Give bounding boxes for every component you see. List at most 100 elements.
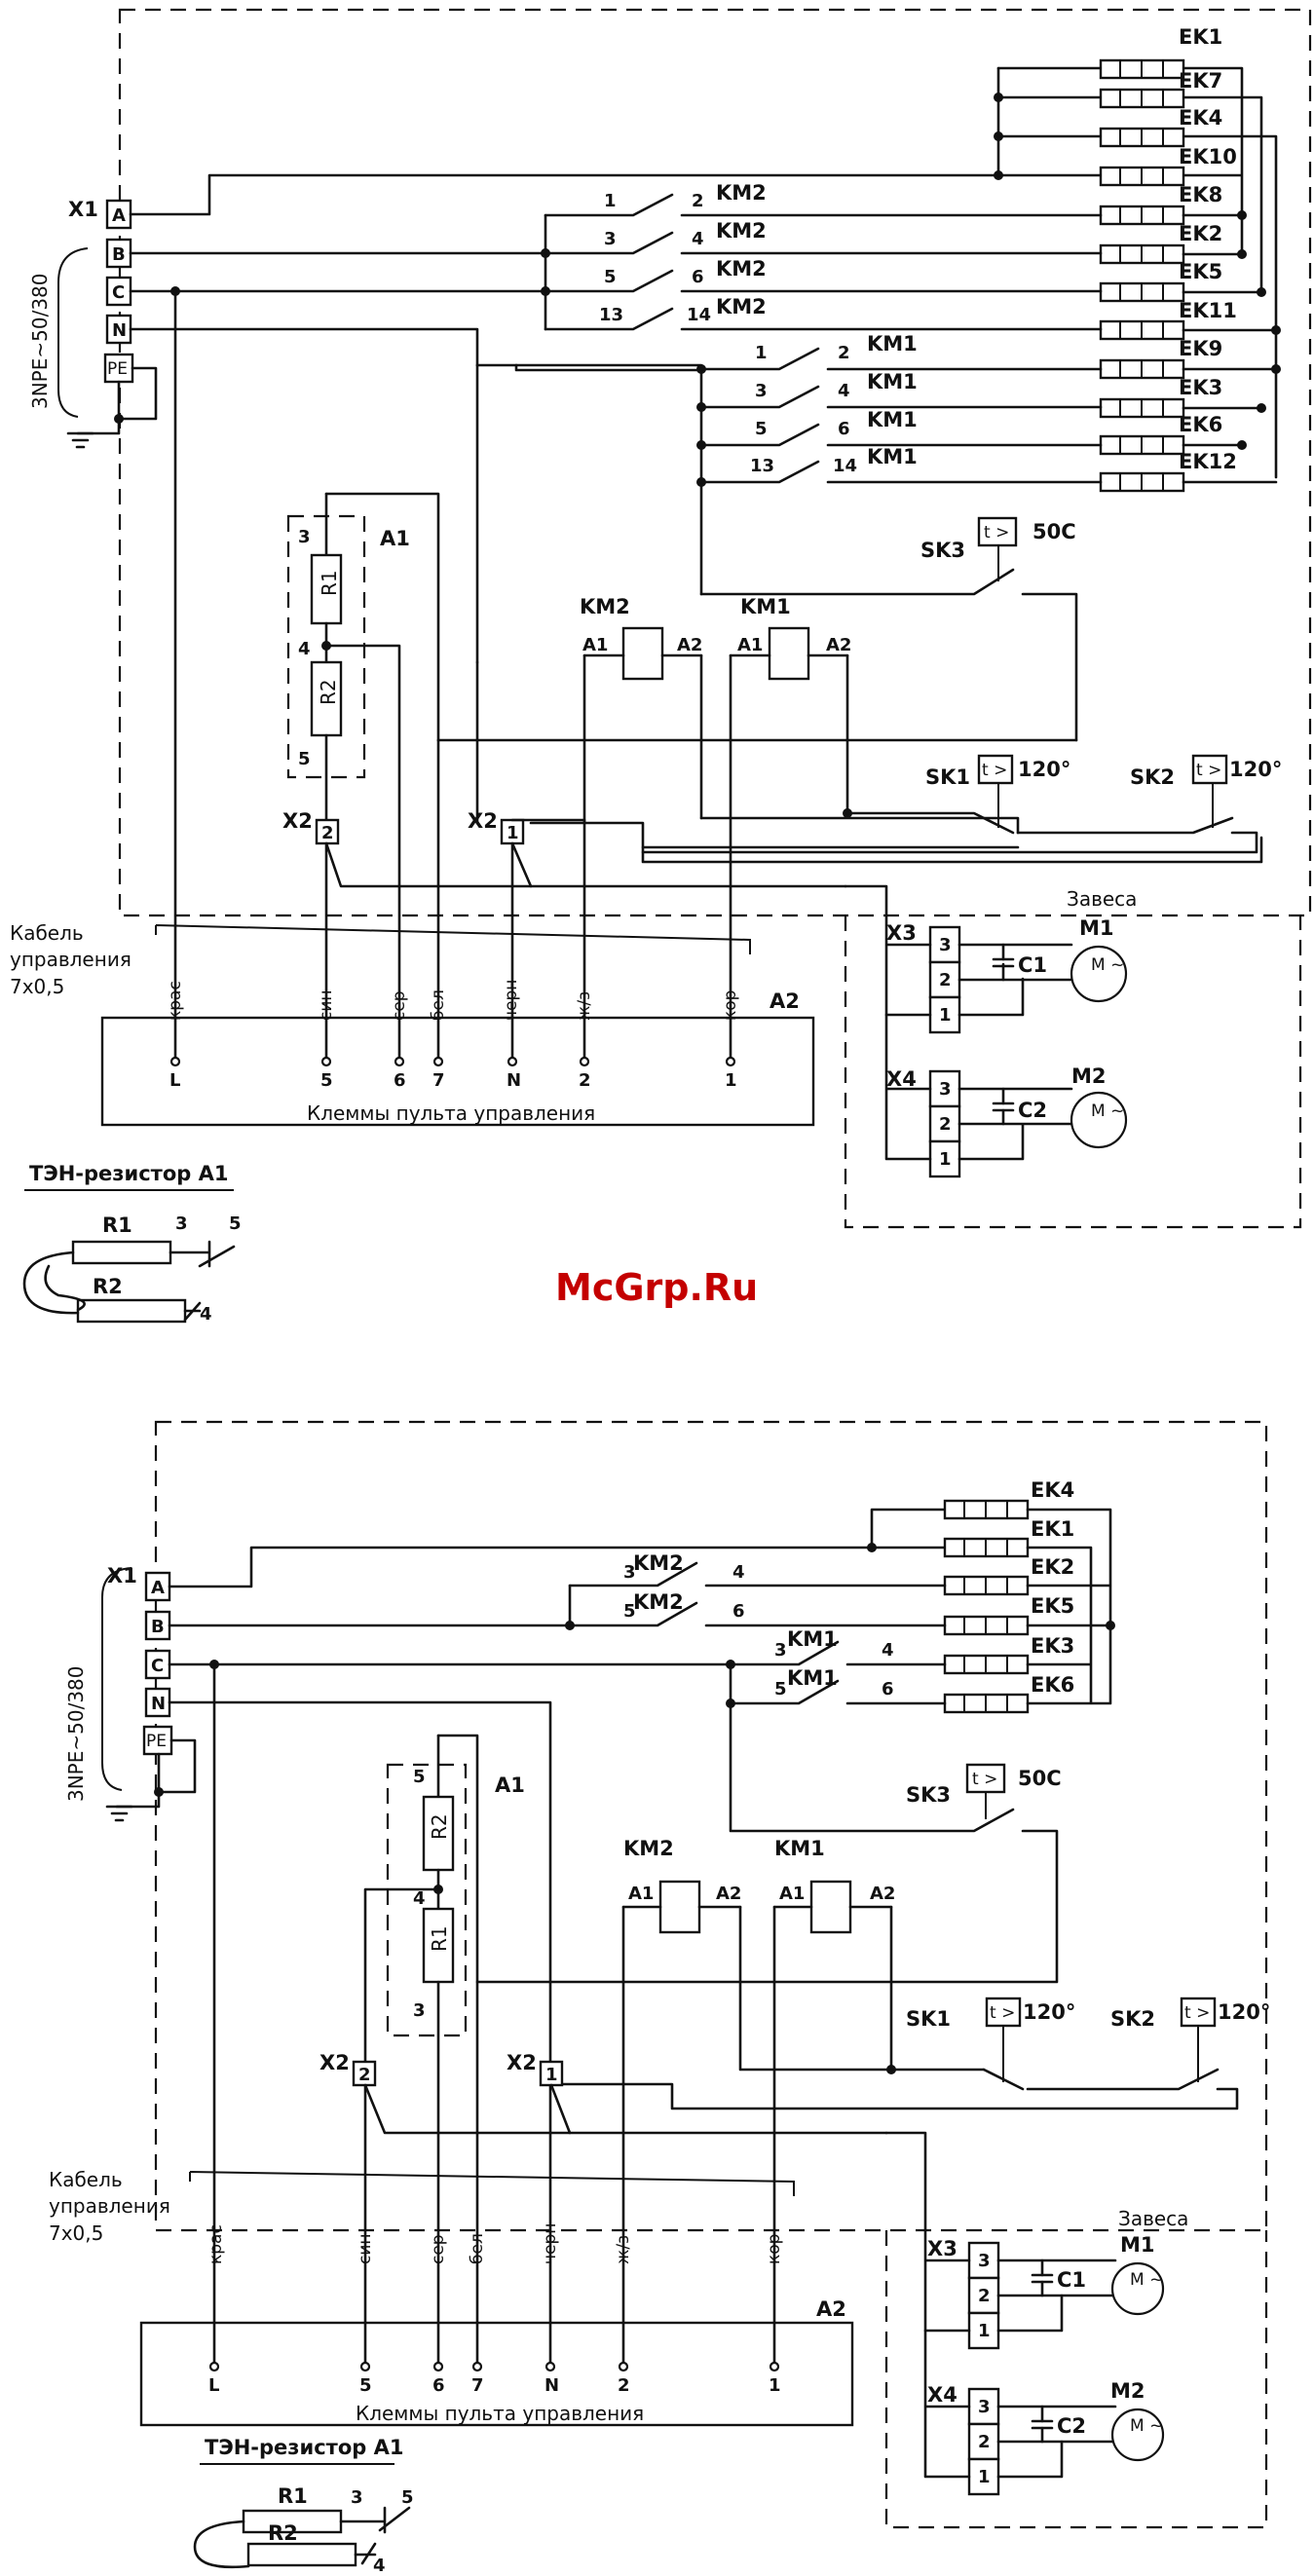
panel-2-terminal-n: N xyxy=(544,2375,559,2396)
diagram-1: Завеса 3NPE~50/380 X1 A B C N PE xyxy=(10,8,1312,1325)
km2-2-c2-pin-left: 5 xyxy=(623,1601,636,1622)
x1-label: X1 xyxy=(68,198,98,221)
heater-ek2: EK2 xyxy=(1099,222,1222,265)
x2-left-label: X2 xyxy=(282,809,313,833)
km2-2-c1-label: KM2 xyxy=(633,1551,684,1575)
ek5-2-label: EK5 xyxy=(1031,1594,1074,1618)
ek6-2-label: EK6 xyxy=(1031,1673,1074,1697)
curtain-enclosure-2 xyxy=(884,2230,1268,2529)
km1-2-coil-a1: A1 xyxy=(779,1884,805,1904)
km1-c2-label: KM1 xyxy=(867,370,918,393)
m1-symbol: M ~ xyxy=(1091,955,1124,975)
sk2-2-temp: 120° xyxy=(1218,2000,1270,2024)
heater-ek6: EK6 xyxy=(1099,413,1222,456)
km2-coil: KM2 A1 A2 xyxy=(580,595,1020,1064)
a2-2-label: A2 xyxy=(816,2297,846,2321)
wire-2-color-l: крас xyxy=(206,2224,226,2264)
panel-terminal-2: 2 xyxy=(579,1070,591,1091)
sk1-2-label: SK1 xyxy=(906,2007,951,2031)
m1-2-symbol: M ~ xyxy=(1130,2270,1163,2290)
x4-pin-1: 1 xyxy=(939,1149,952,1170)
km2-2-c2-pin-right: 6 xyxy=(732,1601,745,1622)
km2-c2-pin-left: 3 xyxy=(604,229,617,249)
sk1-symbol: t > xyxy=(982,761,1007,780)
wire-color-1: кор xyxy=(721,990,740,1021)
wire-color-6: сер xyxy=(390,990,409,1021)
km1-c1-pin-right: 2 xyxy=(838,343,850,363)
a1-2-label: A1 xyxy=(495,1773,525,1797)
km2-2-c1-pin-left: 3 xyxy=(623,1562,636,1583)
a1-pin-3: 3 xyxy=(298,527,311,547)
wire-color-l: крас xyxy=(166,981,185,1021)
thermostat-sk3-2: t > 50C SK3 xyxy=(475,1701,1062,1984)
ek11-label: EK11 xyxy=(1179,299,1237,322)
ek5-label: EK5 xyxy=(1179,260,1222,283)
km1-coil-2: KM1 A1 A2 xyxy=(772,1837,896,2369)
a1-2-pin-4: 4 xyxy=(413,1888,426,1909)
control-panel-a2: A2 Клеммы пульта управления крас син сер… xyxy=(100,980,815,1127)
km1-c3-label: KM1 xyxy=(867,408,918,431)
sk3-2-temp: 50C xyxy=(1018,1767,1062,1790)
panel-terminal-5: 5 xyxy=(320,1070,333,1091)
cable-2-label-3: 7х0,5 xyxy=(49,2221,103,2245)
km2-c1-pin-left: 1 xyxy=(604,191,617,211)
a1-2-r1-label: R1 xyxy=(428,1925,451,1952)
diagram-2: Завеса 3NPE~50/380 X1 A B C N PE xyxy=(49,1420,1270,2576)
a1-pin-4: 4 xyxy=(298,639,311,659)
x1-2-terminal-a: A xyxy=(151,1578,165,1598)
a1-2-pin-5: 5 xyxy=(413,1767,426,1787)
km1-contacts-2: 3 KM1 4 5 KM1 6 xyxy=(726,1627,947,1708)
x1-label-2: X1 xyxy=(107,1564,137,1587)
ek7-label: EK7 xyxy=(1179,69,1222,93)
a1-r1-label: R1 xyxy=(318,570,341,596)
ek2-2-label: EK2 xyxy=(1031,1555,1074,1579)
legend-2-pin-4: 4 xyxy=(373,2556,386,2576)
heater-ek11: EK11 xyxy=(1099,299,1237,341)
km2-2-coil-label: KM2 xyxy=(623,1837,674,1860)
wire-2-color-2: ж/з xyxy=(614,2235,633,2264)
x3-pin-1: 1 xyxy=(939,1005,952,1026)
ek4-2-label: EK4 xyxy=(1031,1478,1074,1502)
sk2-temp: 120° xyxy=(1229,758,1282,781)
control-panel-a2-2: A2 Клеммы пульта управления крас син сер… xyxy=(139,2223,854,2427)
km2-c4-pin-right: 14 xyxy=(687,305,711,325)
heater-ek1: EK1 xyxy=(1099,25,1222,80)
panel-2-terminal-7: 7 xyxy=(471,2375,484,2396)
motor-m2-icon xyxy=(1070,1091,1128,1149)
curtain-label-2: Завеса xyxy=(1118,2207,1188,2230)
wire-2-color-1: кор xyxy=(765,2234,784,2264)
x3-2-pin-3: 3 xyxy=(978,2251,991,2271)
fan-2-m1-group: X3 3 2 1 C1 M ~ M1 xyxy=(884,2131,1165,2350)
x3-2-label: X3 xyxy=(927,2237,957,2260)
x4-label: X4 xyxy=(886,1067,917,1091)
ek12-label: EK12 xyxy=(1179,450,1237,473)
km1-contacts: 1 2 KM1 3 4 KM1 5 6 KM1 13 14 KM1 xyxy=(514,332,1103,596)
panel-caption: Клеммы пульта управления xyxy=(307,1101,595,1125)
km2-c4-pin-left: 13 xyxy=(599,305,623,325)
heater-enclosure-2 xyxy=(154,1420,1268,2232)
sk3-symbol: t > xyxy=(984,523,1009,542)
cable-label-1: Кабель xyxy=(10,921,84,945)
x1-terminal-block: A B C N PE xyxy=(103,199,134,384)
x2-2-right-label: X2 xyxy=(507,2051,537,2074)
c1-label: C1 xyxy=(1018,953,1047,977)
x1-terminal-a: A xyxy=(112,205,126,226)
km1-2-coil-label: KM1 xyxy=(774,1837,825,1860)
x4-pin-2: 2 xyxy=(939,1114,952,1135)
legend-pin-5: 5 xyxy=(229,1213,242,1234)
a2-label: A2 xyxy=(770,989,800,1013)
x2-terminal-left: X2 2 xyxy=(282,809,847,1064)
sk3-2-label: SK3 xyxy=(906,1783,951,1807)
x4-2-label: X4 xyxy=(927,2383,957,2407)
x4-2-pin-3: 3 xyxy=(978,2397,991,2417)
sk1-label: SK1 xyxy=(925,765,970,789)
heater-ek9: EK9 xyxy=(1099,337,1222,380)
km1-c2-pin-left: 3 xyxy=(755,381,768,401)
km1-c4-label: KM1 xyxy=(867,445,918,468)
watermark: McGrp.Ru xyxy=(555,1266,758,1309)
wire-color-2: ж/з xyxy=(575,991,594,1021)
m2-2-label: M2 xyxy=(1110,2379,1145,2403)
legend-heater-resistor: ТЭН-резистор А1 R1 R2 3 5 4 xyxy=(22,1162,242,1325)
thermostat-sk1-2: t > 120° SK1 xyxy=(906,1997,1220,2091)
